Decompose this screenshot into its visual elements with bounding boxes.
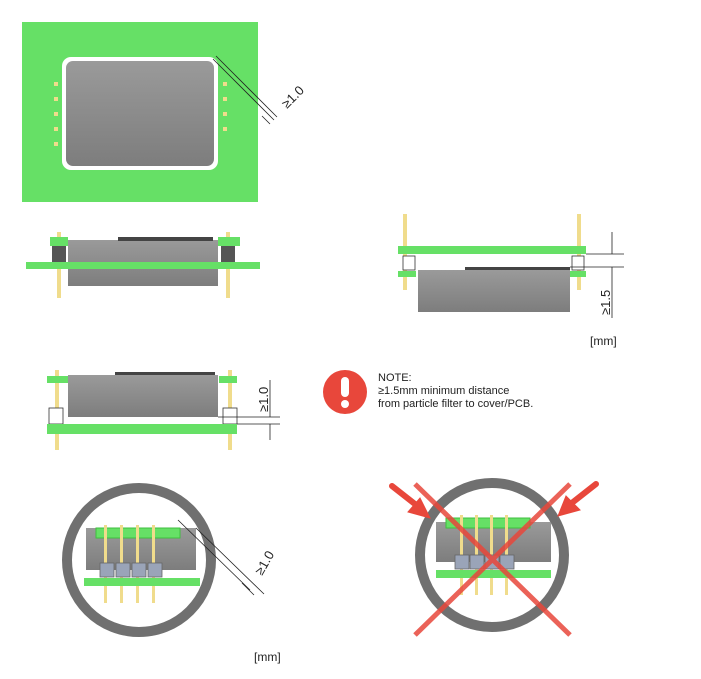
side-view-right-pcb-small <box>570 271 586 277</box>
side-view-right-spacer <box>402 255 416 271</box>
side-view-left-filter <box>118 237 213 241</box>
note-title: NOTE: <box>378 372 412 384</box>
unit-label-bottom: [mm] <box>254 650 281 664</box>
top-view-sensor <box>66 61 214 166</box>
side-view-left-pcb-top <box>50 237 68 246</box>
round-view-incorrect-arrows <box>389 481 599 519</box>
side-view-lower-pcb-small <box>47 376 68 383</box>
round-view-correct-dimension: ≥1.0 <box>252 548 278 577</box>
round-view-correct-spacers <box>99 562 163 578</box>
top-view-pads-left <box>54 82 58 146</box>
top-view-dimension: ≥1.0 <box>279 83 307 111</box>
side-view-lower-pcb <box>47 424 237 434</box>
cross-icon <box>413 482 572 637</box>
top-view-pads-right <box>223 82 227 131</box>
side-view-right-pcb <box>398 246 586 254</box>
note-line-1: ≥1.5mm minimum distance <box>378 385 510 397</box>
side-view-right-filter <box>465 267 570 271</box>
side-view-lower: ≥1.0 <box>47 370 280 450</box>
side-view-lower-sensor <box>68 375 218 417</box>
side-view-lower-filter <box>115 372 215 376</box>
side-view-left-spacer <box>221 246 235 262</box>
side-view-right: ≥1.5 <box>398 214 624 318</box>
note-line-2: from particle filter to cover/PCB. <box>378 398 534 410</box>
note-block: NOTE: ≥1.5mm minimum distance from parti… <box>378 372 533 411</box>
side-view-lower-dimension: ≥1.0 <box>256 387 271 412</box>
side-view-lower-spacer <box>222 407 238 425</box>
round-view-incorrect-ring <box>415 478 569 632</box>
warning-icon <box>323 370 367 414</box>
side-view-right-sensor <box>418 270 570 312</box>
side-view-left-pcb-top <box>218 237 240 246</box>
round-view-incorrect-pcb <box>436 570 551 578</box>
side-view-right-pcb-small <box>398 271 416 277</box>
unit-label-right: [mm] <box>590 334 617 348</box>
round-view-incorrect <box>389 478 599 637</box>
round-view-correct: ≥1.0 <box>62 483 278 637</box>
side-view-lower-pcb-small <box>219 376 237 383</box>
side-view-lower-spacer <box>48 407 64 425</box>
round-view-correct-pcb <box>84 578 200 586</box>
side-view-right-spacer <box>571 255 585 271</box>
round-view-correct-dim-lines <box>177 519 265 596</box>
side-view-left-pcb <box>26 262 260 269</box>
side-view-right-dim-lines <box>570 232 624 318</box>
top-view: ≥1.0 <box>22 22 307 202</box>
side-view-right-dimension: ≥1.5 <box>598 290 613 315</box>
side-view-lower-dim-lines <box>218 380 280 440</box>
side-view-left <box>26 232 260 298</box>
side-view-left-spacer <box>52 246 66 262</box>
round-view-correct-ring <box>62 483 216 637</box>
top-view-dim-lines <box>212 55 278 125</box>
